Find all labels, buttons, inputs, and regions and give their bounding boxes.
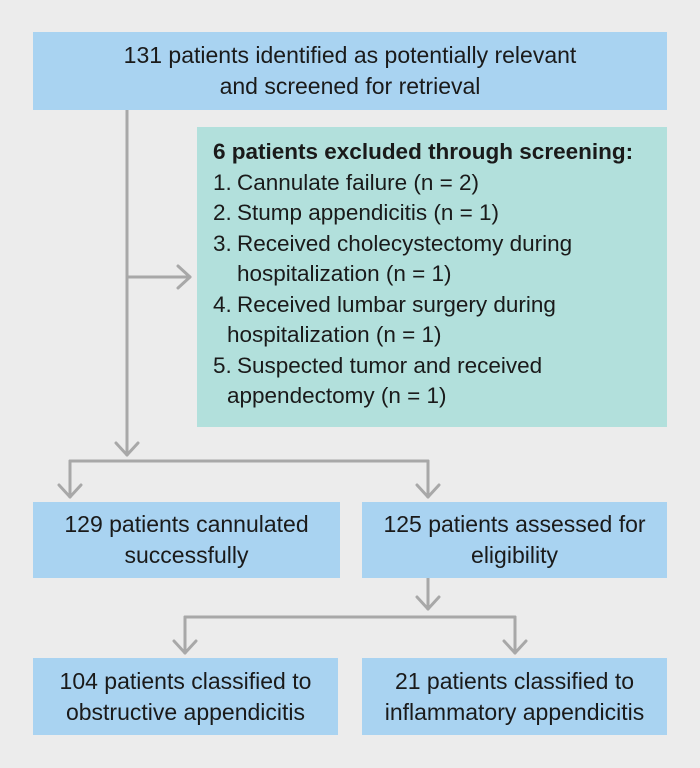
bottom-left-arrowhead — [172, 639, 198, 655]
identified-line-1: 131 patients identified as potentially r… — [123, 42, 577, 68]
inflammatory-line-2: inflammatory appendicitis — [384, 698, 645, 725]
exclusion-item-number: 2. — [213, 200, 232, 225]
bottom-right-arrowhead — [502, 639, 528, 655]
exclusion-box: 6 patients excluded through screening: 1… — [197, 127, 667, 427]
exclusion-item: 3. Received cholecystectomy during — [213, 229, 572, 260]
exclusion-item-text: Received cholecystectomy during — [237, 230, 573, 256]
eligibility-arrowhead — [415, 595, 441, 611]
identified-patients-box: 131 patients identified as potentially r… — [33, 32, 667, 110]
obstructive-line-1: 104 patients classified to — [59, 667, 312, 694]
inflammatory-line-1: 21 patients classified to — [394, 667, 635, 694]
exclusion-item: 5. Suspected tumor and received — [213, 351, 542, 382]
exclusion-item-text: Received lumbar surgery during — [237, 291, 556, 317]
exclusion-item-text: hospitalization (n = 1) — [237, 261, 452, 286]
cannulated-line-2: successfully — [124, 542, 249, 568]
exclusion-item-text: Suspected tumor and received — [237, 352, 543, 378]
exclusion-arrowhead — [176, 264, 192, 290]
cannulated-box: 129 patients cannulated successfully — [33, 502, 340, 578]
exclusion-item-text: appendectomy (n = 1) — [227, 383, 447, 408]
split-left-arrowhead — [57, 483, 83, 499]
exclusion-item-continuation: appendectomy (n = 1) — [213, 381, 447, 412]
trunk-arrowhead — [114, 441, 140, 457]
exclusion-item-text: Cannulate failure (n = 2) — [237, 169, 480, 195]
exclusion-item-continuation: hospitalization (n = 1) — [213, 259, 452, 290]
exclusion-item: 1. Cannulate failure (n = 2) — [213, 168, 479, 199]
exclusion-item-text: Stump appendicitis (n = 1) — [237, 200, 500, 225]
eligibility-line-2: eligibility — [471, 542, 558, 568]
cannulated-line-1: 129 patients cannulated — [64, 511, 309, 537]
obstructive-box: 104 patients classified to obstructive a… — [33, 658, 338, 735]
exclusion-item-number: 3. — [213, 230, 232, 256]
exclusion-title: 6 patients excluded through screening: — [213, 139, 634, 164]
exclusion-item-number: 4. — [213, 291, 232, 317]
eligibility-line-1: 125 patients assessed for — [383, 511, 646, 537]
exclusion-item-text: hospitalization (n = 1) — [227, 322, 442, 347]
exclusion-item: 4. Received lumbar surgery during — [213, 290, 556, 321]
inflammatory-box: 21 patients classified to inflammatory a… — [362, 658, 667, 735]
identified-line-2: and screened for retrieval — [219, 73, 481, 99]
obstructive-line-2: obstructive appendicitis — [65, 698, 306, 725]
eligibility-box: 125 patients assessed for eligibility — [362, 502, 667, 578]
split-right-arrowhead — [415, 483, 441, 499]
exclusion-item: 2. Stump appendicitis (n = 1) — [213, 198, 499, 229]
exclusion-item-number: 1. — [213, 169, 232, 195]
exclusion-item-continuation: hospitalization (n = 1) — [213, 320, 442, 351]
exclusion-item-number: 5. — [213, 352, 232, 378]
